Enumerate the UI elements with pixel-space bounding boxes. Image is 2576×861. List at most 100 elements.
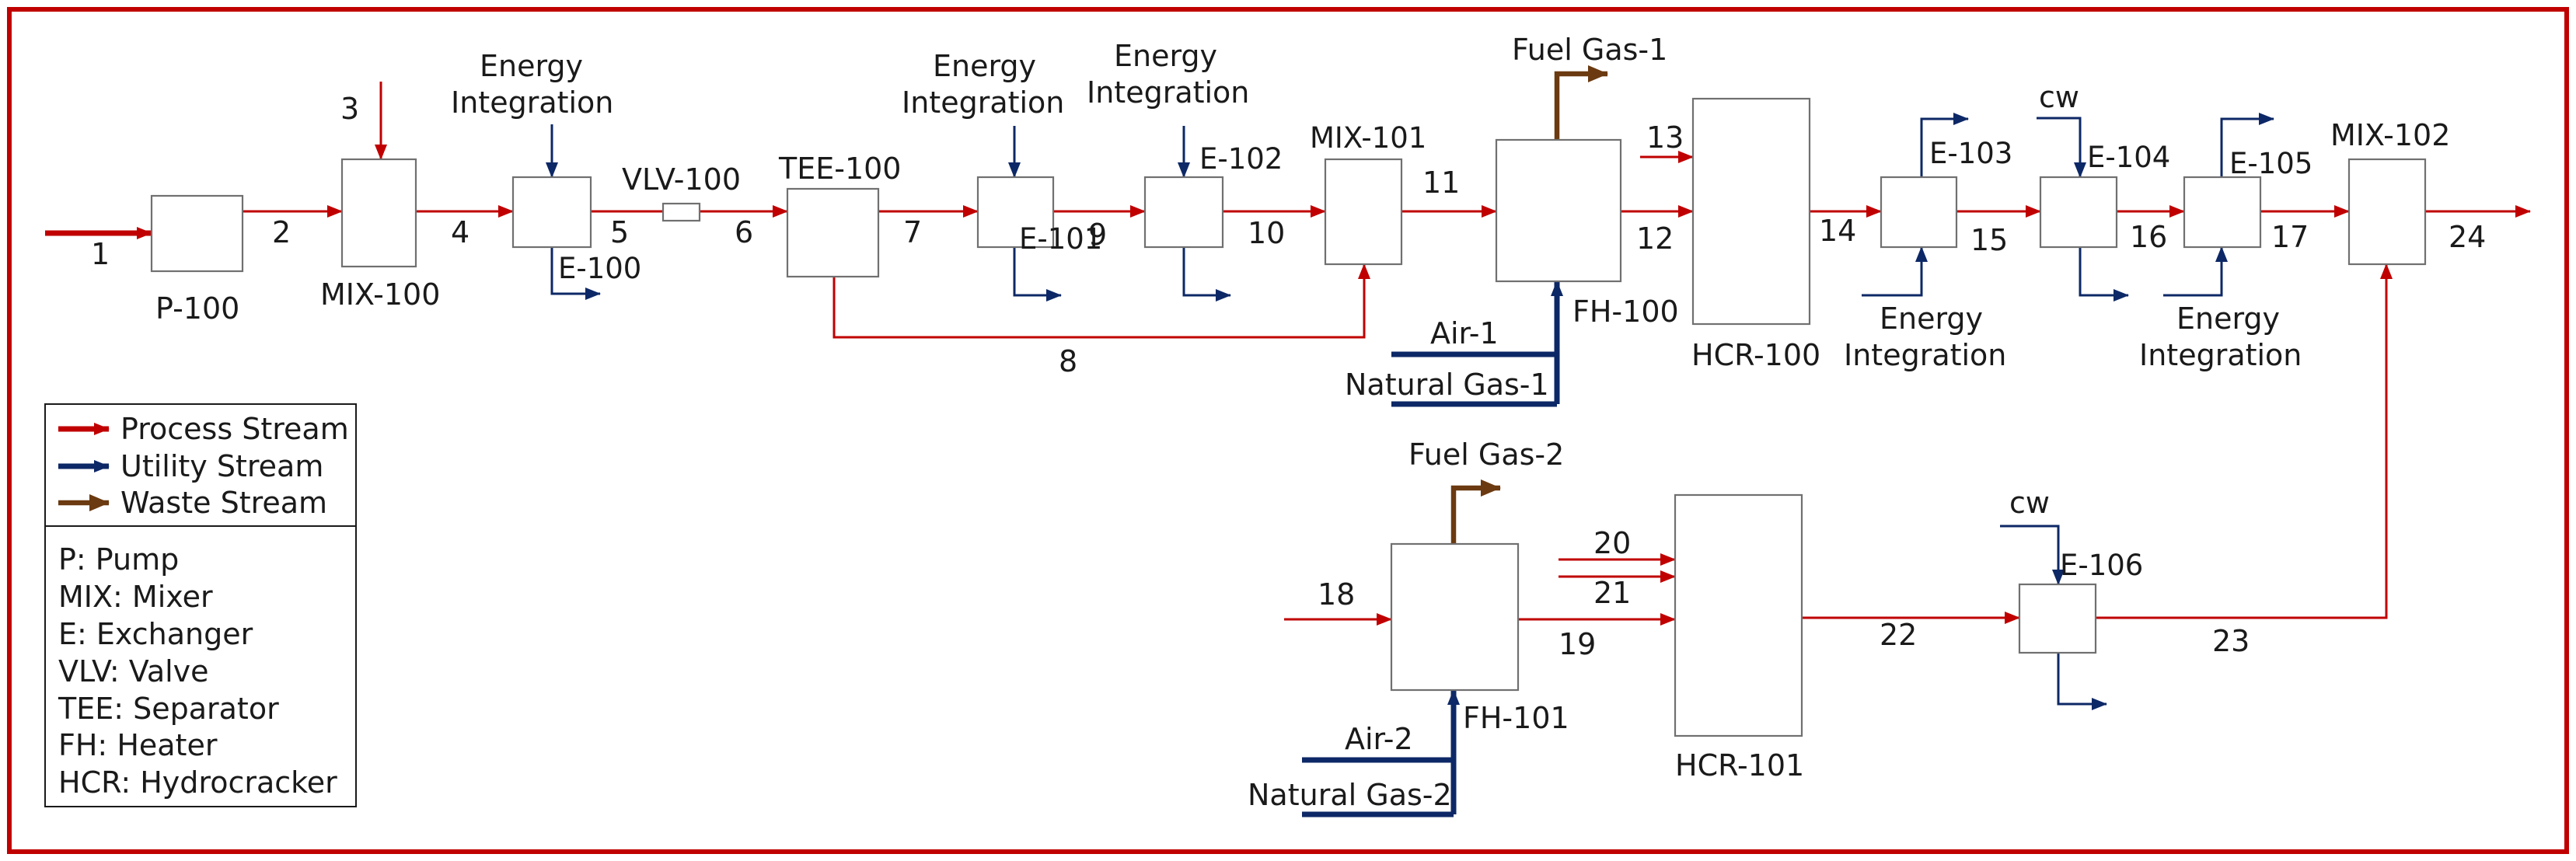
legend: Process Stream Utility Stream Waste Stre… (44, 403, 357, 807)
valve-vlv100 (661, 202, 701, 222)
e104-cw-in-line (2037, 117, 2086, 178)
stream-label-14: 14 (1819, 214, 1856, 248)
e105-energy-in-line (2163, 246, 2228, 297)
air-1-label: Air-1 (1430, 316, 1499, 350)
natural-gas-2-label: Natural Gas-2 (1248, 778, 1452, 812)
exchanger-e100 (511, 176, 592, 249)
mixer-mix102 (2347, 158, 2427, 266)
natural-gas-1-label: Natural Gas-1 (1345, 368, 1549, 402)
stream-label-11: 11 (1422, 166, 1460, 200)
e100-out-line (550, 247, 601, 300)
stream-label-3: 3 (340, 92, 359, 126)
abbr-heater: FH: Heater (58, 728, 218, 762)
abbr-exchanger: E: Exchanger (58, 617, 253, 651)
e102-out-line (1182, 247, 1231, 302)
e103-out-line (1920, 113, 1969, 177)
hydrocracker-hcr100 (1691, 97, 1811, 326)
label-e103: E-103 (1929, 137, 2012, 170)
stream-label-20: 20 (1593, 526, 1631, 560)
mixer-mix101 (1324, 158, 1403, 266)
e106-cw-in-line (2000, 525, 2065, 585)
stream-label-24: 24 (2449, 220, 2486, 254)
stream-label-6: 6 (735, 215, 753, 249)
label-fh101: FH-101 (1463, 701, 1569, 735)
exchanger-e106 (2018, 583, 2097, 654)
energy-integration-e103-line2: Integration (1844, 338, 2006, 372)
fuel-gas-2-label: Fuel Gas-2 (1408, 437, 1564, 472)
legend-utility-label: Utility Stream (120, 449, 323, 483)
mixer-mix100 (340, 158, 417, 268)
exchanger-e104 (2039, 176, 2118, 249)
label-hcr100: HCR-100 (1691, 338, 1820, 372)
energy-integration-e101-line2: Integration (902, 85, 1064, 120)
energy-integration-e100-line1: Energy (480, 49, 583, 83)
hydrocracker-hcr101 (1674, 493, 1803, 737)
abbr-mixer: MIX: Mixer (58, 580, 213, 614)
stream-label-23: 23 (2212, 624, 2250, 658)
stream-label-7: 7 (903, 215, 922, 249)
stream-label-15: 15 (1970, 223, 2008, 257)
exchanger-e103 (1880, 176, 1958, 249)
label-vlv100: VLV-100 (622, 162, 741, 197)
stream-label-21: 21 (1593, 576, 1631, 610)
energy-integration-e102-line2: Integration (1087, 75, 1249, 110)
stream-label-18: 18 (1318, 577, 1355, 612)
abbr-separator: TEE: Separator (58, 692, 279, 726)
label-p100: P-100 (155, 291, 239, 326)
label-mix102: MIX-102 (2330, 118, 2450, 152)
stream-label-5: 5 (610, 215, 629, 249)
label-e101: E-101 (1019, 222, 1102, 256)
abbr-hydrocracker: HCR: Hydrocracker (58, 765, 337, 800)
abbr-pump: P: Pump (58, 542, 179, 577)
energy-integration-e105-line1: Energy (2176, 302, 2280, 336)
exchanger-e101 (976, 176, 1055, 249)
label-mix101: MIX-101 (1310, 121, 1426, 155)
exchanger-e105 (2183, 176, 2262, 249)
label-e106: E-106 (2060, 549, 2143, 582)
cw-e104-label: cw (2039, 80, 2079, 114)
diagram-border (7, 7, 2569, 854)
e105-out-line (2220, 113, 2274, 177)
label-e105: E-105 (2229, 147, 2312, 180)
stream-label-9: 9 (1088, 218, 1107, 252)
e106-out-line (2057, 653, 2107, 710)
fuel-gas-2-line (1450, 479, 1501, 544)
pump-p100 (150, 194, 244, 273)
stream-23-line (2096, 263, 2393, 619)
e104-out-line (2079, 247, 2129, 302)
label-e100: E-100 (558, 252, 641, 285)
cw-e106-label: cw (2009, 486, 2050, 520)
stream-label-19: 19 (1559, 627, 1596, 661)
fuel-gas-1-label: Fuel Gas-1 (1512, 33, 1667, 67)
e103-energy-in-line (1862, 246, 1928, 297)
stream-label-8: 8 (1059, 344, 1077, 378)
stream-label-17: 17 (2271, 220, 2309, 254)
heater-fh100 (1495, 138, 1622, 283)
legend-waste-label: Waste Stream (120, 486, 327, 520)
label-hcr101: HCR-101 (1675, 748, 1804, 783)
stream-label-16: 16 (2130, 220, 2167, 254)
e101-out-line (1013, 247, 1062, 302)
stream-label-4: 4 (451, 215, 469, 249)
stream-8-line (832, 263, 1370, 339)
separator-tee100 (786, 187, 880, 278)
stream-label-10: 10 (1248, 216, 1285, 250)
stream-label-2: 2 (272, 215, 291, 249)
stream-label-22: 22 (1880, 618, 1917, 652)
exchanger-e102 (1143, 176, 1224, 249)
energy-integration-e103-line1: Energy (1880, 302, 1983, 336)
air-2-label: Air-2 (1345, 722, 1413, 756)
energy-integration-e101-line1: Energy (933, 49, 1036, 83)
label-fh100: FH-100 (1572, 295, 1679, 329)
abbr-valve: VLV: Valve (58, 654, 209, 688)
energy-integration-e100-line2: Integration (451, 85, 613, 120)
label-e102: E-102 (1199, 142, 1283, 176)
heater-fh101 (1390, 542, 1520, 692)
energy-integration-e105-line2: Integration (2139, 338, 2302, 372)
stream-label-13: 13 (1646, 120, 1684, 155)
label-mix100: MIX-100 (320, 277, 440, 312)
stream-label-12: 12 (1636, 221, 1674, 256)
fuel-gas-1-line (1554, 65, 1608, 140)
energy-integration-e102-line1: Energy (1114, 39, 1217, 73)
